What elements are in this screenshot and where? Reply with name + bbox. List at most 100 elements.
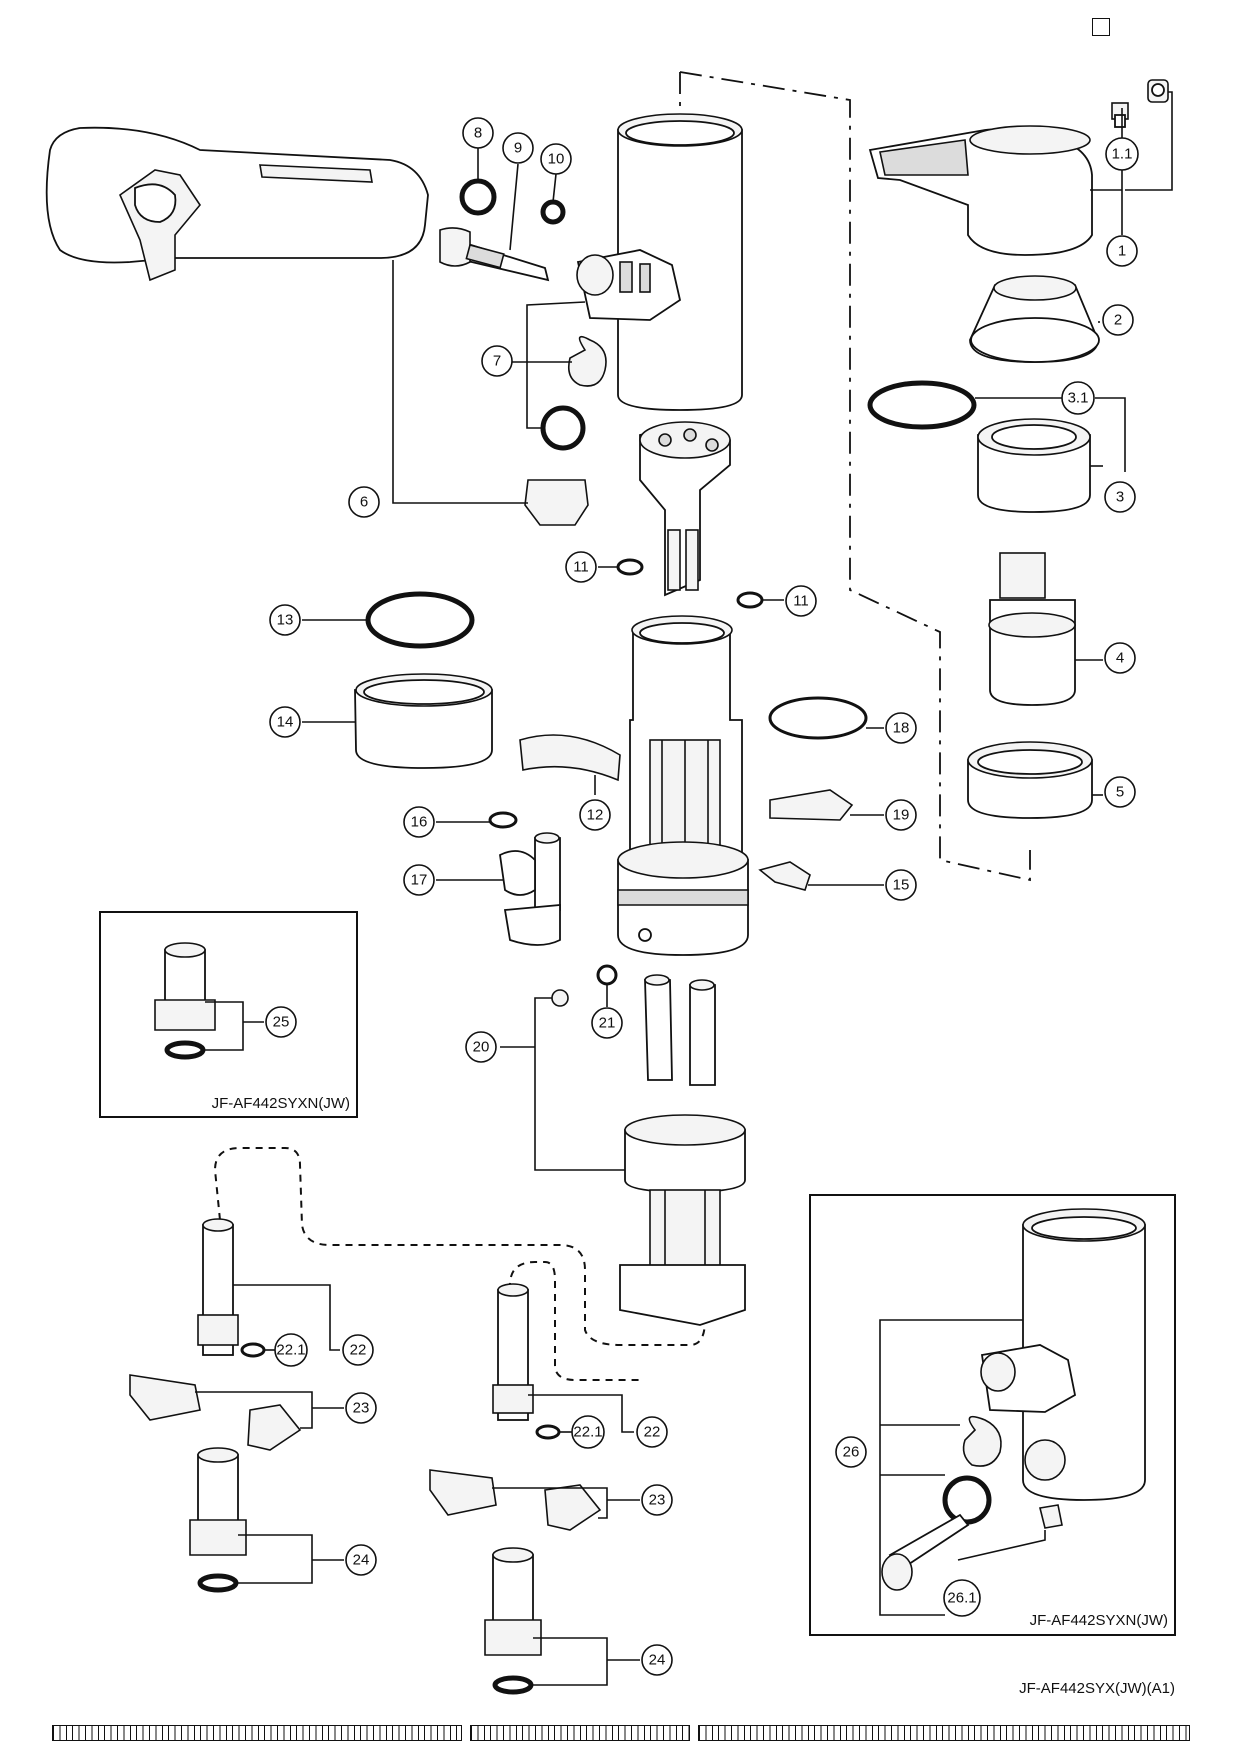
callout-10: 10 bbox=[540, 143, 572, 175]
faucet-body-upper bbox=[617, 113, 743, 411]
faucet-body-central bbox=[617, 615, 749, 956]
svg-text:8: 8 bbox=[474, 125, 482, 142]
svg-text:20: 20 bbox=[473, 1039, 490, 1056]
svg-text:16: 16 bbox=[411, 814, 428, 831]
svg-text:23: 23 bbox=[353, 1400, 370, 1417]
pipe-connector-part-17 bbox=[499, 832, 561, 946]
callout-17: 17 bbox=[403, 864, 435, 896]
clip-part-23-right bbox=[429, 1469, 602, 1531]
hose-dashed-right bbox=[509, 1261, 640, 1381]
footer-glyph-strip-2 bbox=[470, 1725, 690, 1741]
callout-3-1: 3.1 bbox=[1061, 381, 1095, 415]
callout-9: 9 bbox=[502, 132, 534, 164]
svg-text:23: 23 bbox=[649, 1492, 666, 1509]
svg-text:17: 17 bbox=[411, 872, 428, 889]
inset-box-left bbox=[99, 911, 358, 1118]
valve-stem-part-26-1 bbox=[881, 1513, 970, 1591]
svg-text:22.1: 22.1 bbox=[276, 1342, 305, 1359]
callout-25: 25 bbox=[265, 1006, 297, 1038]
retaining-ring-part-5 bbox=[967, 741, 1093, 819]
svg-text:3.1: 3.1 bbox=[1068, 390, 1089, 407]
inset-left-model-label: JF-AF442SYXN(JW) bbox=[212, 1095, 350, 1112]
main-model-label: JF-AF442SYX(JW)(A1) bbox=[1019, 1680, 1175, 1697]
callout-22-1-right: 22.1 bbox=[571, 1415, 605, 1449]
svg-text:22.1: 22.1 bbox=[573, 1424, 602, 1441]
callout-23-right: 23 bbox=[641, 1484, 673, 1516]
o-ring-part-10 bbox=[540, 199, 566, 225]
svg-text:12: 12 bbox=[587, 807, 604, 824]
svg-text:19: 19 bbox=[893, 807, 910, 824]
svg-text:26.1: 26.1 bbox=[947, 1590, 976, 1607]
callout-7: 7 bbox=[481, 345, 513, 377]
callout-15: 15 bbox=[885, 869, 917, 901]
mounting-base-part-20 bbox=[619, 1114, 746, 1326]
callout-21: 21 bbox=[591, 1007, 623, 1039]
svg-text:9: 9 bbox=[514, 140, 522, 157]
callout-18: 18 bbox=[885, 712, 917, 744]
o-ring-part-22-1-left bbox=[240, 1342, 266, 1358]
switch-valve-block bbox=[639, 421, 731, 597]
callout-5: 5 bbox=[1104, 776, 1136, 808]
screw-part-20 bbox=[551, 989, 569, 1007]
valve-stem-part-9 bbox=[439, 227, 550, 282]
callout-26-1: 26.1 bbox=[943, 1579, 981, 1617]
callout-20: 20 bbox=[465, 1031, 497, 1063]
svg-text:4: 4 bbox=[1116, 650, 1124, 667]
assembly-dashdot-line bbox=[679, 71, 1031, 882]
svg-text:24: 24 bbox=[649, 1652, 666, 1669]
svg-text:11: 11 bbox=[573, 559, 589, 576]
callout-12: 12 bbox=[579, 799, 611, 831]
callout-24-right: 24 bbox=[641, 1644, 673, 1676]
callout-22-1-left: 22.1 bbox=[274, 1333, 308, 1367]
clip-part-12 bbox=[519, 734, 621, 782]
callout-22-left: 22 bbox=[342, 1334, 374, 1366]
svg-text:1: 1 bbox=[1118, 243, 1126, 260]
o-ring-part-22-1-right bbox=[535, 1424, 561, 1440]
cap-part-2 bbox=[969, 275, 1100, 363]
adapter-part-24-right bbox=[484, 1547, 542, 1695]
spring-clip-part-15 bbox=[758, 861, 811, 891]
o-ring-part-13 bbox=[365, 591, 475, 649]
svg-text:22: 22 bbox=[350, 1342, 367, 1359]
supply-pipe-pair bbox=[644, 974, 716, 1086]
o-ring-part-3-1 bbox=[867, 380, 977, 430]
svg-text:10: 10 bbox=[548, 151, 565, 168]
callout-11-b: 11 bbox=[785, 585, 817, 617]
hose-part-22-left bbox=[197, 1218, 239, 1356]
callout-4: 4 bbox=[1104, 642, 1136, 674]
footer-glyph-strip-3 bbox=[698, 1725, 1190, 1741]
callout-1-1: 1.1 bbox=[1105, 137, 1139, 171]
svg-text:14: 14 bbox=[277, 714, 294, 731]
callout-23-left: 23 bbox=[345, 1392, 377, 1424]
callout-11-a: 11 bbox=[565, 551, 597, 583]
leader-lines bbox=[195, 91, 1173, 1686]
svg-text:2: 2 bbox=[1114, 312, 1122, 329]
clip-part-26 bbox=[1039, 1504, 1063, 1529]
o-ring-part-11-b bbox=[736, 591, 764, 609]
faucet-body-variant-right bbox=[1022, 1208, 1146, 1501]
clip-part-6 bbox=[524, 479, 589, 526]
callout-19: 19 bbox=[885, 799, 917, 831]
svg-text:18: 18 bbox=[893, 720, 910, 737]
hose-dashed-left bbox=[213, 1147, 706, 1346]
svg-text:26: 26 bbox=[843, 1444, 860, 1461]
o-ring-part-11-a bbox=[616, 558, 644, 576]
callout-22-right: 22 bbox=[636, 1416, 668, 1448]
svg-text:6: 6 bbox=[360, 494, 368, 511]
inset-right-model-label: JF-AF442SYXN(JW) bbox=[1030, 1612, 1168, 1629]
sleeve-part-26 bbox=[1024, 1439, 1066, 1481]
o-ring-part-26 bbox=[942, 1475, 992, 1525]
base-cover-part-14 bbox=[354, 673, 493, 769]
adapter-part-25 bbox=[154, 942, 216, 1060]
ceramic-cartridge-part-4 bbox=[988, 552, 1076, 706]
washer-part-21 bbox=[596, 964, 618, 986]
o-ring-part-8 bbox=[459, 178, 497, 216]
callout-2: 2 bbox=[1102, 304, 1134, 336]
o-ring-part-16 bbox=[488, 811, 518, 829]
callout-13: 13 bbox=[269, 604, 301, 636]
o-ring-part-7 bbox=[540, 405, 586, 451]
svg-text:13: 13 bbox=[277, 612, 294, 629]
spout-assembly bbox=[45, 126, 429, 282]
svg-text:1.1: 1.1 bbox=[1112, 146, 1133, 163]
